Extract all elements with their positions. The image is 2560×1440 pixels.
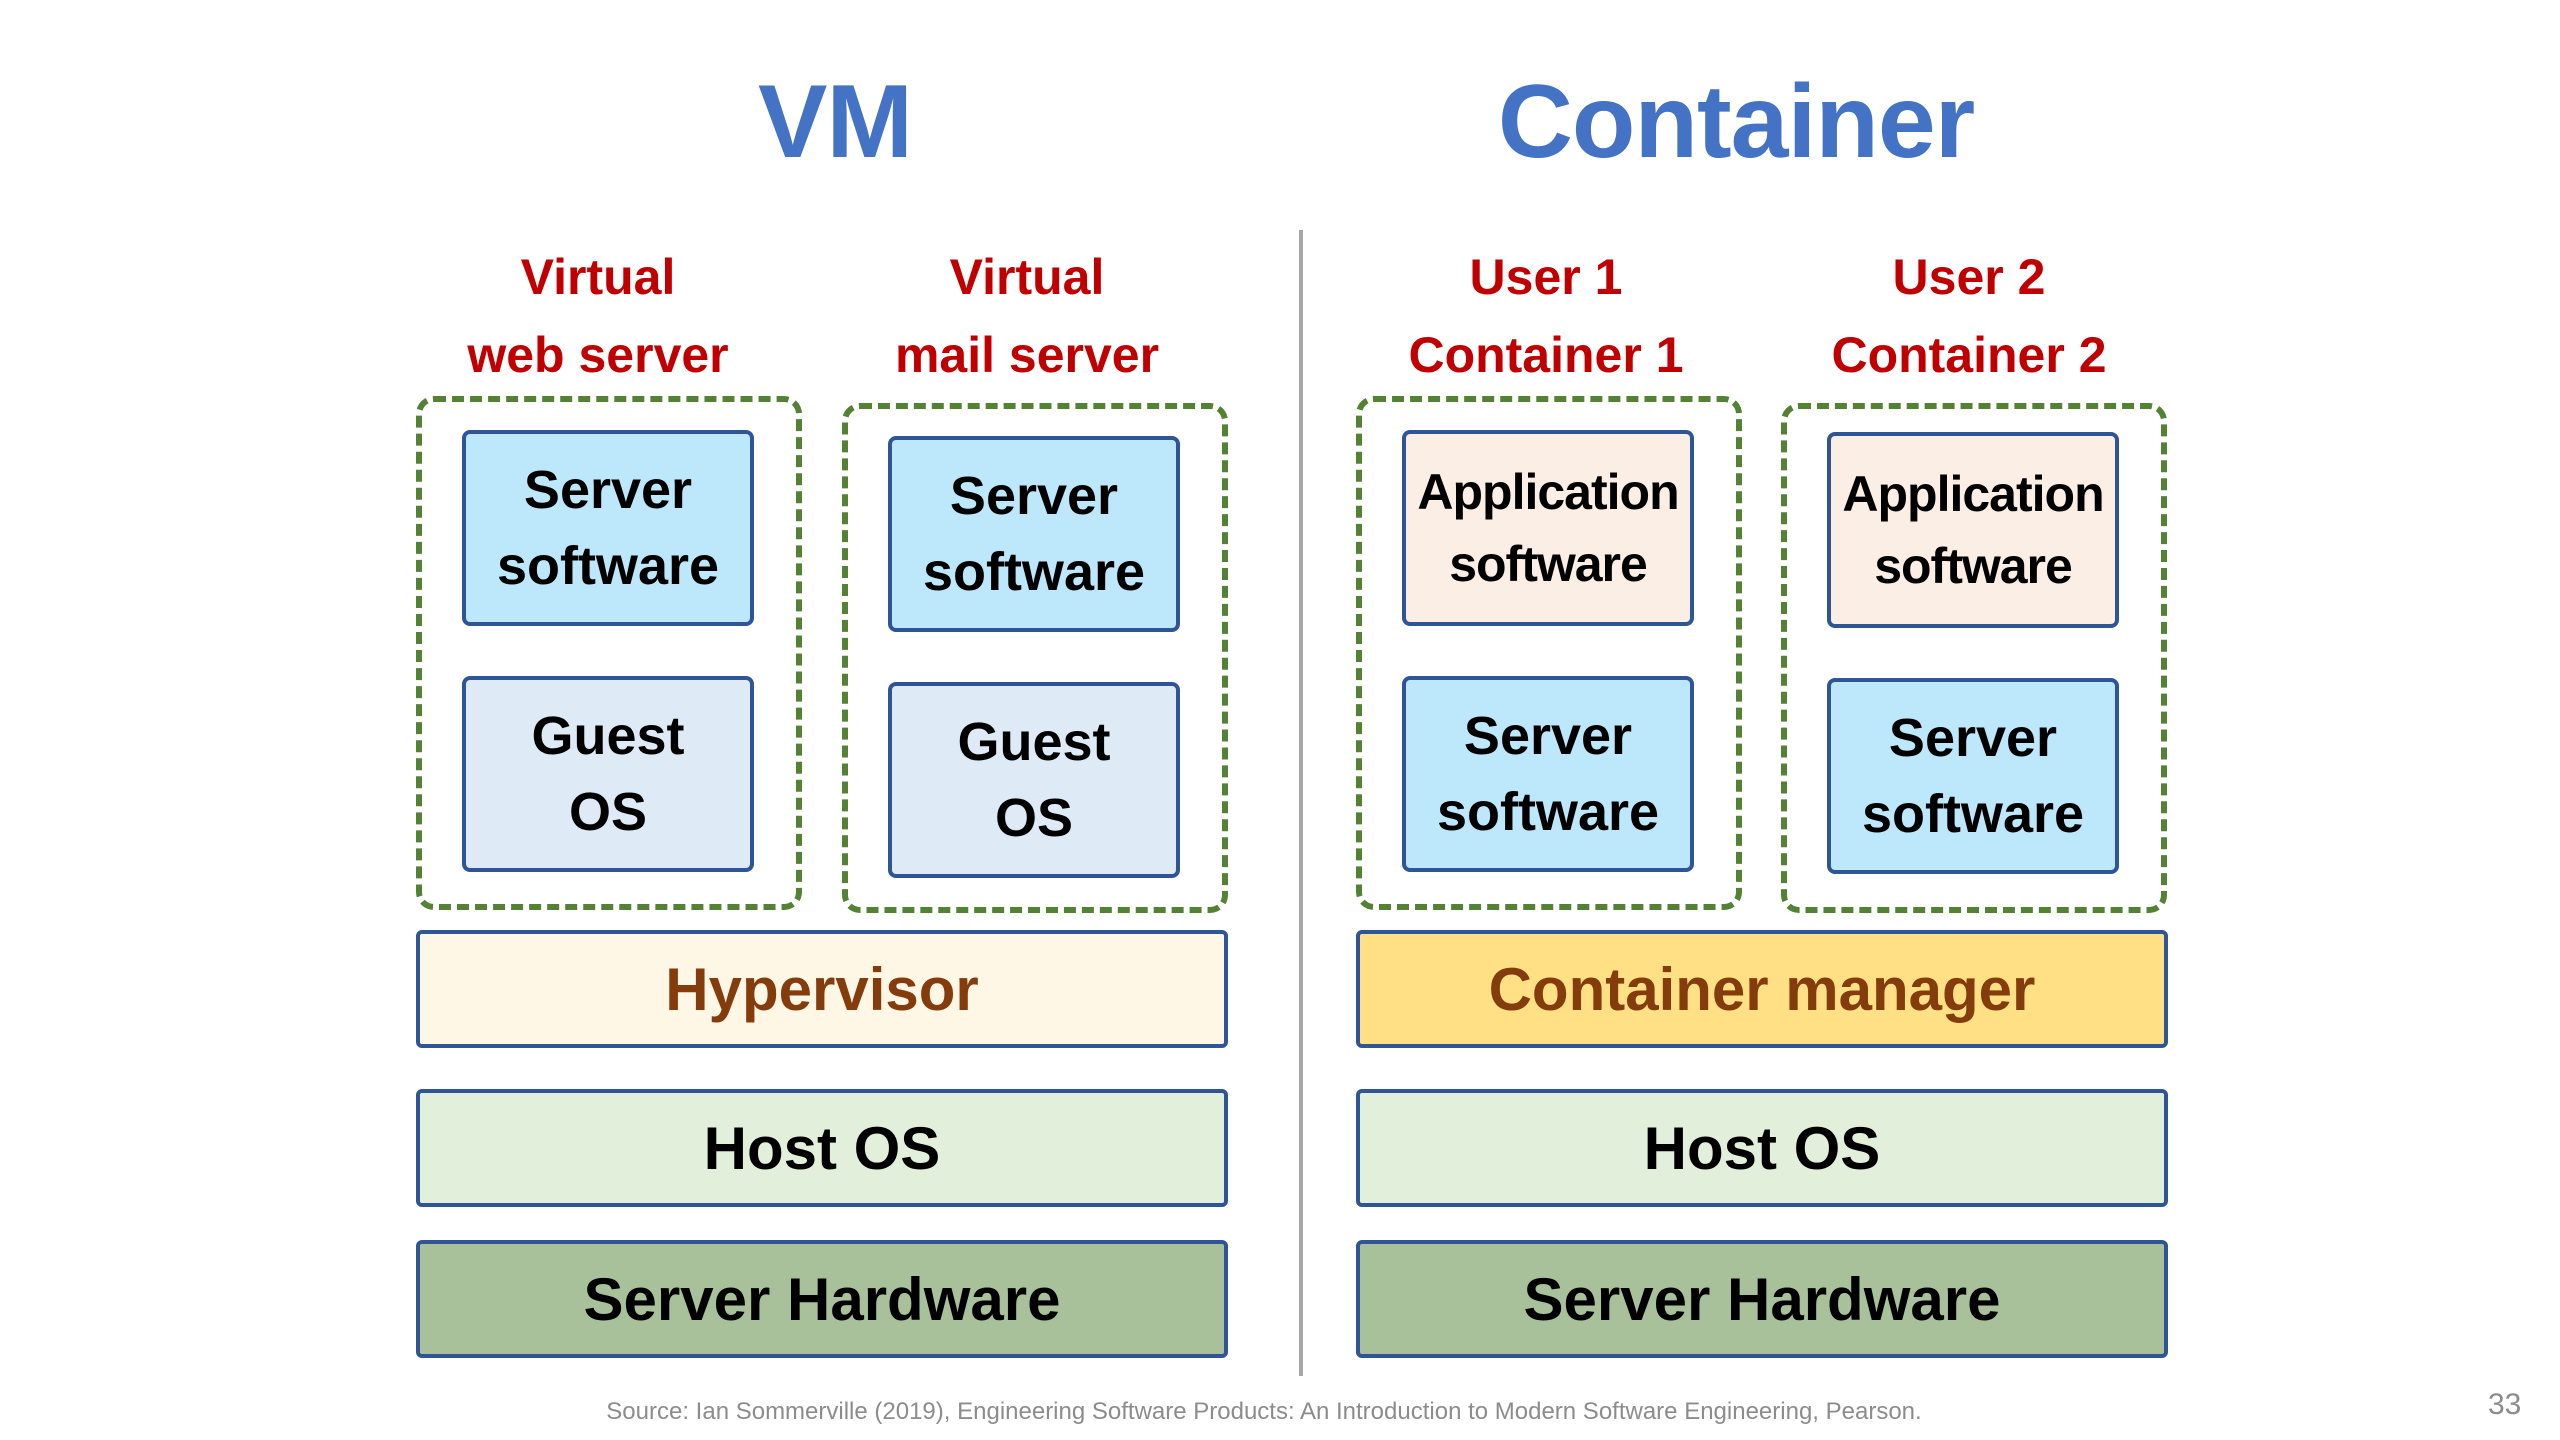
vm-unit-2-label-line2: mail server <box>894 327 1160 383</box>
box-text-line: Server <box>949 466 1119 526</box>
container-unit-2-boundary <box>1781 403 2167 913</box>
box-text-line: OS <box>568 782 648 842</box>
vm-unit-1-label-line1: Virtual <box>520 249 676 305</box>
box-text-line: software <box>496 536 720 596</box>
box-text-line: software <box>1436 782 1660 842</box>
vm-unit-1-label-line2: web server <box>467 327 729 383</box>
box-text-line: Application <box>1417 464 1679 520</box>
container-unit-1-server-software-box: Server software <box>1402 676 1694 872</box>
box-text-line: Server <box>1888 708 2058 768</box>
vm-hypervisor-layer: Hypervisor <box>416 930 1228 1048</box>
server-hardware-label: Server Hardware <box>1523 1265 2001 1333</box>
container-unit-1-label-line1: User 1 <box>1469 249 1623 305</box>
box-text-line: software <box>1874 538 2073 594</box>
container-unit-1-application-software-box: Application software <box>1402 430 1694 626</box>
box-text-line: Guest <box>957 712 1111 772</box>
vm-unit-1-boundary <box>416 396 802 910</box>
vm-unit-2-label-line1: Virtual <box>949 249 1105 305</box>
vm-unit-1-server-software-box: Server software <box>462 430 754 626</box>
vm-unit-2-label: Virtual mail server <box>895 238 1159 394</box>
section-divider <box>1299 230 1303 1376</box>
vm-unit-1-guest-os-box: Guest OS <box>462 676 754 872</box>
vm-unit-2-server-software-box: Server software <box>888 436 1180 632</box>
box-text-line: Application <box>1842 466 2104 522</box>
container-unit-1-label: User 1 Container 1 <box>1408 238 1683 394</box>
container-unit-2-label-line2: Container 2 <box>1831 327 2107 383</box>
source-footnote: Source: Ian Sommerville (2019), Engineer… <box>0 1398 2560 1426</box>
container-unit-2-label: User 2 Container 2 <box>1831 238 2106 394</box>
box-text-line: software <box>1861 784 2085 844</box>
box-text-line: Server <box>523 460 693 520</box>
box-text-line: software <box>1449 536 1648 592</box>
vm-title: VM <box>758 64 913 180</box>
host-os-label: Host OS <box>703 1114 941 1182</box>
page-number: 33 <box>2488 1388 2522 1421</box>
vm-unit-1-label: Virtual web server <box>467 238 728 394</box>
box-text-line: Guest <box>531 706 685 766</box>
container-unit-1-boundary <box>1356 396 1742 910</box>
host-os-label: Host OS <box>1643 1114 1881 1182</box>
vm-unit-2-boundary <box>842 403 1228 913</box>
container-unit-2-server-software-box: Server software <box>1827 678 2119 874</box>
container-host-os-layer: Host OS <box>1356 1089 2168 1207</box>
container-server-hardware-layer: Server Hardware <box>1356 1240 2168 1358</box>
hypervisor-label: Hypervisor <box>665 955 979 1023</box>
vm-unit-2-guest-os-box: Guest OS <box>888 682 1180 878</box>
box-text-line: software <box>922 542 1146 602</box>
vm-server-hardware-layer: Server Hardware <box>416 1240 1228 1358</box>
server-hardware-label: Server Hardware <box>583 1265 1061 1333</box>
container-unit-1-label-line2: Container 1 <box>1408 327 1684 383</box>
container-unit-2-application-software-box: Application software <box>1827 432 2119 628</box>
container-manager-label: Container manager <box>1488 955 2036 1023</box>
box-text-line: Server <box>1463 706 1633 766</box>
container-title: Container <box>1497 64 1975 180</box>
box-text-line: OS <box>994 788 1074 848</box>
container-manager-layer: Container manager <box>1356 930 2168 1048</box>
vm-host-os-layer: Host OS <box>416 1089 1228 1207</box>
source-footnote-text: Source: Ian Sommerville (2019), Engineer… <box>606 1398 1922 1425</box>
container-unit-2-label-line1: User 2 <box>1892 249 2046 305</box>
